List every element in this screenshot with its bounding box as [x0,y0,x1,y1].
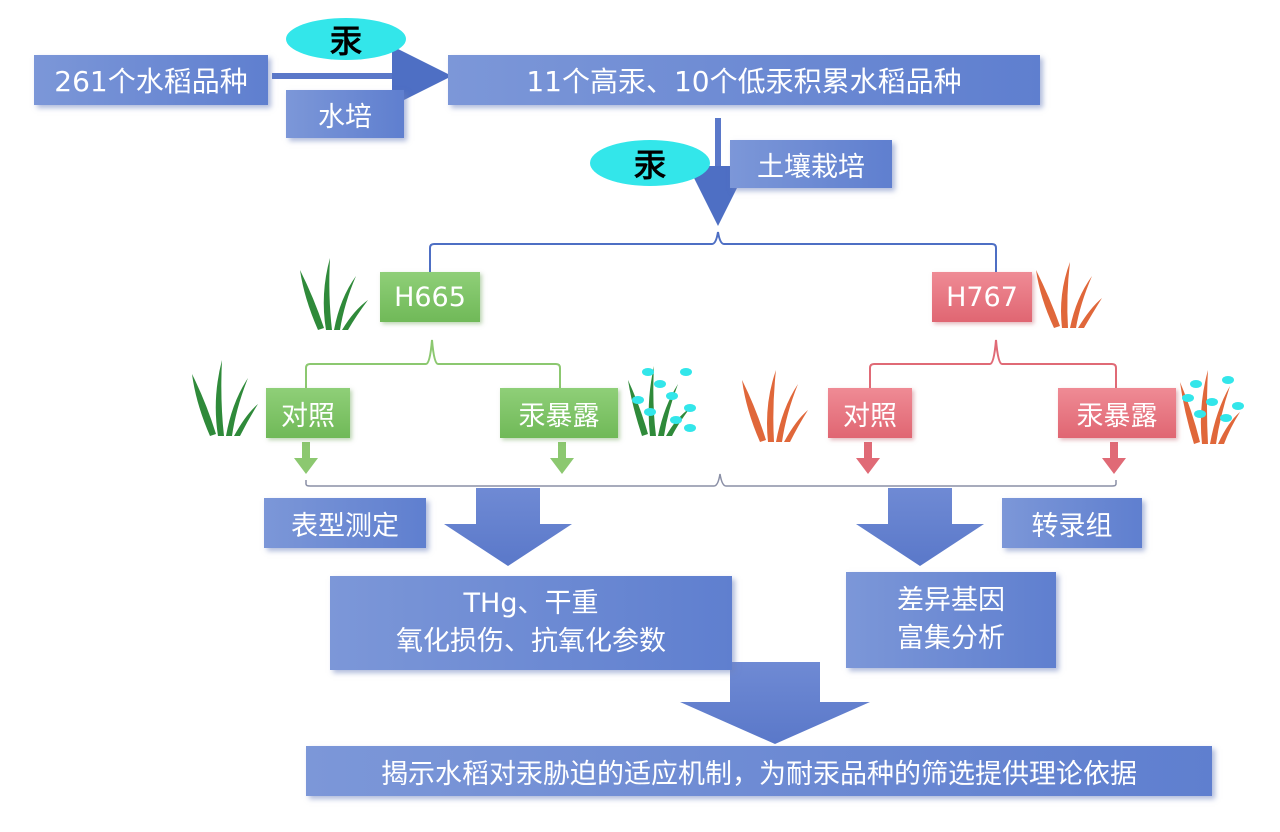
node-green-control: 对照 [266,388,350,438]
mercury-droplet-icon [1182,376,1244,422]
node-phenotype: 表型测定 [264,498,426,548]
bracket-green [305,339,561,395]
big-arrow-right [856,488,984,566]
node-conclusion: 揭示水稻对汞胁迫的适应机制，为耐汞品种的筛选提供理论依据 [306,746,1212,796]
arrow-green-exposure [550,442,574,474]
node-h767: H767 [932,272,1032,322]
bracket-main [429,231,997,285]
node-measurements: THg、干重 氧化损伤、抗氧化参数 [330,576,732,670]
bracket-bottom [305,473,1117,487]
arrow-red-exposure [1102,442,1126,474]
grass-icon [742,370,808,442]
arrow-red-control [856,442,880,474]
deg-line-2: 富集分析 [897,623,1005,654]
arrow-green-control [294,442,318,474]
node-transcriptome: 转录组 [1002,498,1142,548]
node-h665: H665 [380,272,480,322]
grass-icon [192,360,258,436]
node-deg-analysis: 差异基因 富集分析 [846,572,1056,668]
mercury-droplet-icon [632,368,696,432]
node-varieties: 261个水稻品种 [34,55,268,105]
grass-icon [1036,262,1102,328]
bracket-red [869,339,1117,395]
mercury-ellipse-mid: 汞 [590,140,710,186]
measure-line-1: THg、干重 [463,588,599,619]
mercury-ellipse-top: 汞 [286,18,406,60]
deg-line-1: 差异基因 [897,585,1005,616]
node-soil: 土壤栽培 [730,140,892,188]
node-red-exposure: 汞暴露 [1058,388,1176,438]
node-hydroponic: 水培 [286,90,404,138]
measure-line-2: 氧化损伤、抗氧化参数 [396,626,666,657]
big-arrow-bottom [680,662,870,744]
node-green-exposure: 汞暴露 [500,388,618,438]
big-arrow-left [444,488,572,566]
node-selected: 11个高汞、10个低汞积累水稻品种 [448,55,1040,105]
node-red-control: 对照 [828,388,912,438]
grass-icon [300,258,368,330]
